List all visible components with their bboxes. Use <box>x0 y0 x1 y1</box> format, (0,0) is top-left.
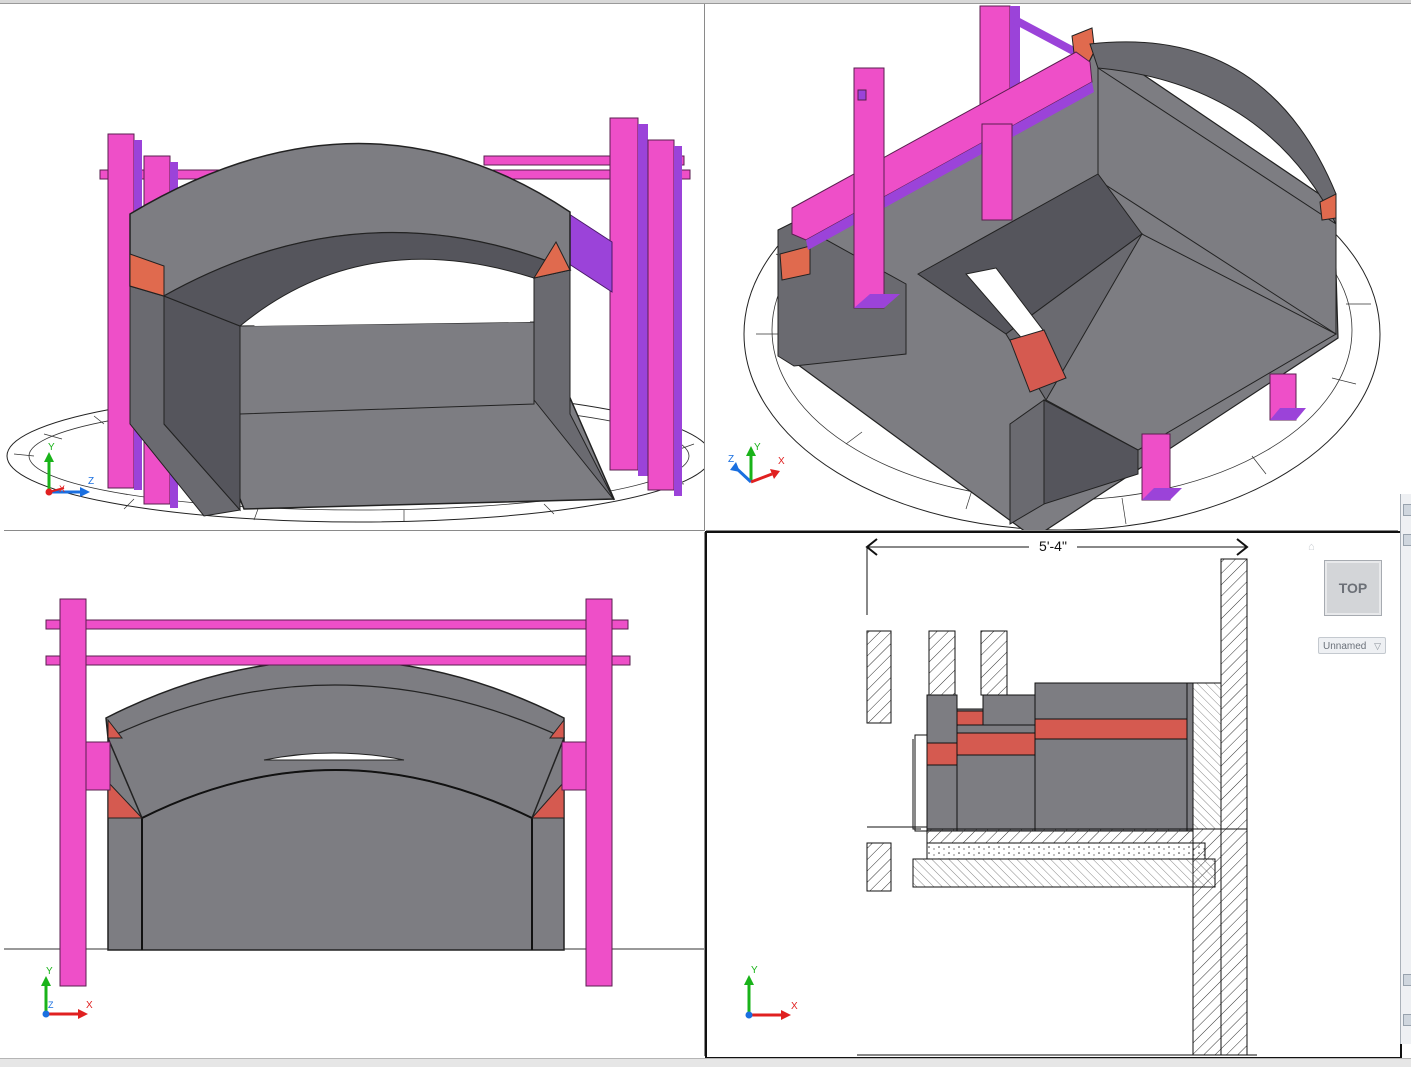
axis-z-label: Z <box>48 1000 54 1010</box>
toolbar-button[interactable] <box>1403 504 1411 516</box>
window-top-border <box>0 0 1411 4</box>
toolbar-button[interactable] <box>1403 974 1411 986</box>
toolbar-button[interactable] <box>1403 534 1411 546</box>
home-icon[interactable]: ⌂ <box>1308 541 1315 553</box>
model-front: Y X Z <box>4 598 704 1019</box>
axis-x-label: X <box>778 456 785 467</box>
axis-y-label: Y <box>48 442 55 453</box>
axis-x-label: X <box>791 1001 798 1012</box>
model-3d-left: Y Z X <box>6 117 704 523</box>
axis-z-label: Z <box>88 476 94 487</box>
axis-x-label: X <box>86 1000 93 1011</box>
axis-y-label: Y <box>754 442 761 453</box>
viewport-section[interactable]: 5'-4" Y X <box>705 531 1402 1059</box>
wcs-dropdown[interactable]: Unnamed ▽ <box>1318 637 1386 654</box>
axis-x-label: X <box>59 484 65 494</box>
model-section: 5'-4" Y X <box>744 538 1257 1056</box>
chevron-down-icon: ▽ <box>1374 641 1381 651</box>
side-toolbar <box>1400 494 1411 1044</box>
toolbar-button[interactable] <box>1403 1014 1411 1026</box>
axis-y-label: Y <box>751 965 758 976</box>
viewcube-label: TOP <box>1338 580 1368 596</box>
viewport-3d-left[interactable]: Y Z X <box>4 4 705 531</box>
viewport-3d-right[interactable]: Y Z X <box>706 4 1398 531</box>
wcs-label: Unnamed <box>1323 641 1367 652</box>
viewport-front[interactable]: Y X Z <box>4 532 705 1056</box>
status-bar <box>0 1058 1411 1067</box>
model-3d-right: Y Z X <box>728 5 1381 530</box>
dimension-label: 5'-4" <box>1039 538 1067 554</box>
viewcube-top-face[interactable]: TOP <box>1324 560 1382 616</box>
axis-z-label: Z <box>728 454 734 465</box>
axis-y-label: Y <box>46 966 53 977</box>
